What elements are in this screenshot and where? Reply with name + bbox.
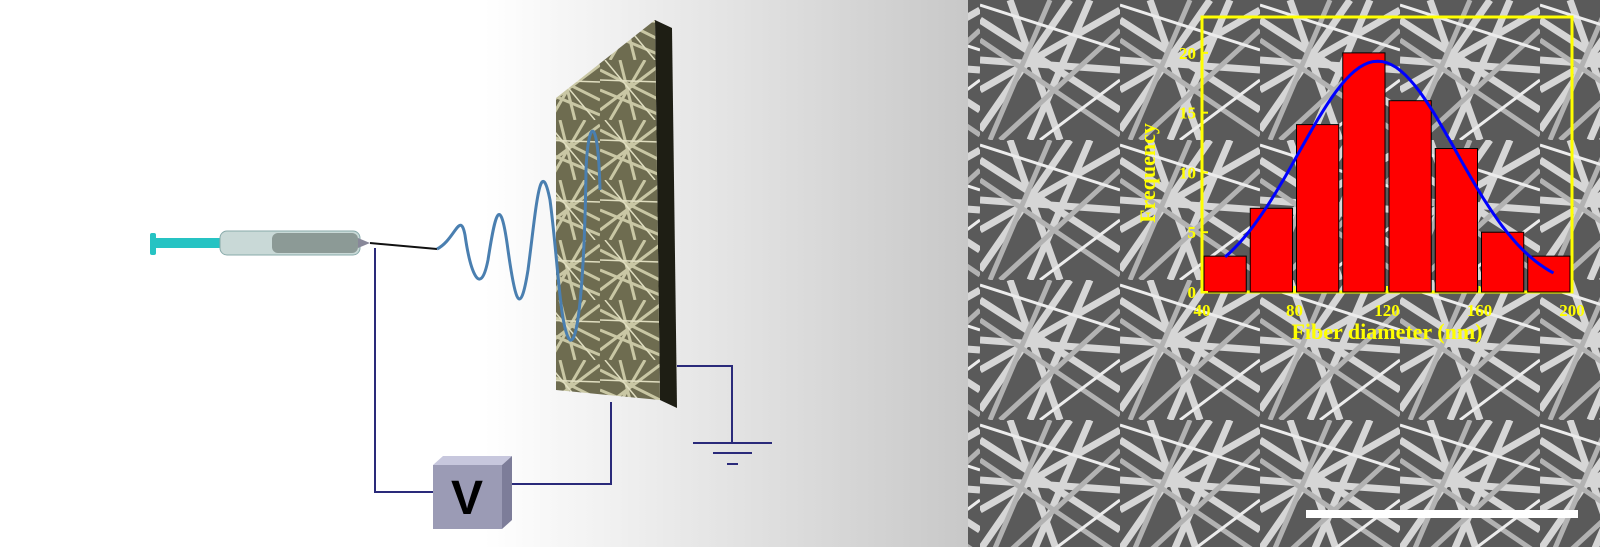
collector-plate	[556, 20, 677, 408]
x-tick-label: 80	[1286, 301, 1303, 320]
x-tick-labels: 40 80 120 160 200	[1194, 286, 1585, 320]
ground-icon	[693, 442, 772, 465]
x-tick-label: 120	[1374, 301, 1400, 320]
voltage-label: V	[451, 472, 483, 525]
circuit-wire-collector	[508, 402, 612, 485]
histogram-bars	[1203, 52, 1571, 293]
y-tick-label: 10	[1179, 163, 1196, 182]
x-tick-label: 160	[1467, 301, 1493, 320]
histogram-bar	[1388, 100, 1432, 293]
syringe	[150, 230, 370, 256]
voltage-source: V	[433, 456, 512, 529]
y-tick-label: 5	[1188, 223, 1197, 242]
histogram-bar	[1481, 231, 1525, 293]
y-tick-label: 0	[1188, 283, 1197, 302]
x-tick-label: 200	[1559, 301, 1585, 320]
histogram-bar	[1342, 52, 1386, 293]
polymer-jet	[436, 129, 602, 342]
x-tick-label: 40	[1194, 301, 1211, 320]
x-axis-label: Fiber diameter (nm)	[1291, 319, 1482, 344]
inset-histogram: 40 80 120 160 200 0 5 10 15 20 Fiber diameter (n…	[1135, 15, 1585, 344]
histogram-bar	[1434, 148, 1478, 293]
needle	[369, 242, 438, 250]
ground-wire	[677, 365, 733, 443]
gaussian-fit-curve	[1224, 59, 1555, 275]
histogram-bar	[1296, 124, 1340, 293]
y-tick-labels: 0 5 10 15 20	[1179, 44, 1208, 302]
y-tick-label: 15	[1179, 104, 1196, 123]
histogram-bar	[1203, 255, 1247, 293]
circuit-wire-needle	[374, 248, 433, 493]
scale-bar	[1306, 510, 1578, 518]
y-tick-label: 20	[1179, 44, 1196, 63]
y-axis-label: Frequency	[1135, 123, 1160, 223]
